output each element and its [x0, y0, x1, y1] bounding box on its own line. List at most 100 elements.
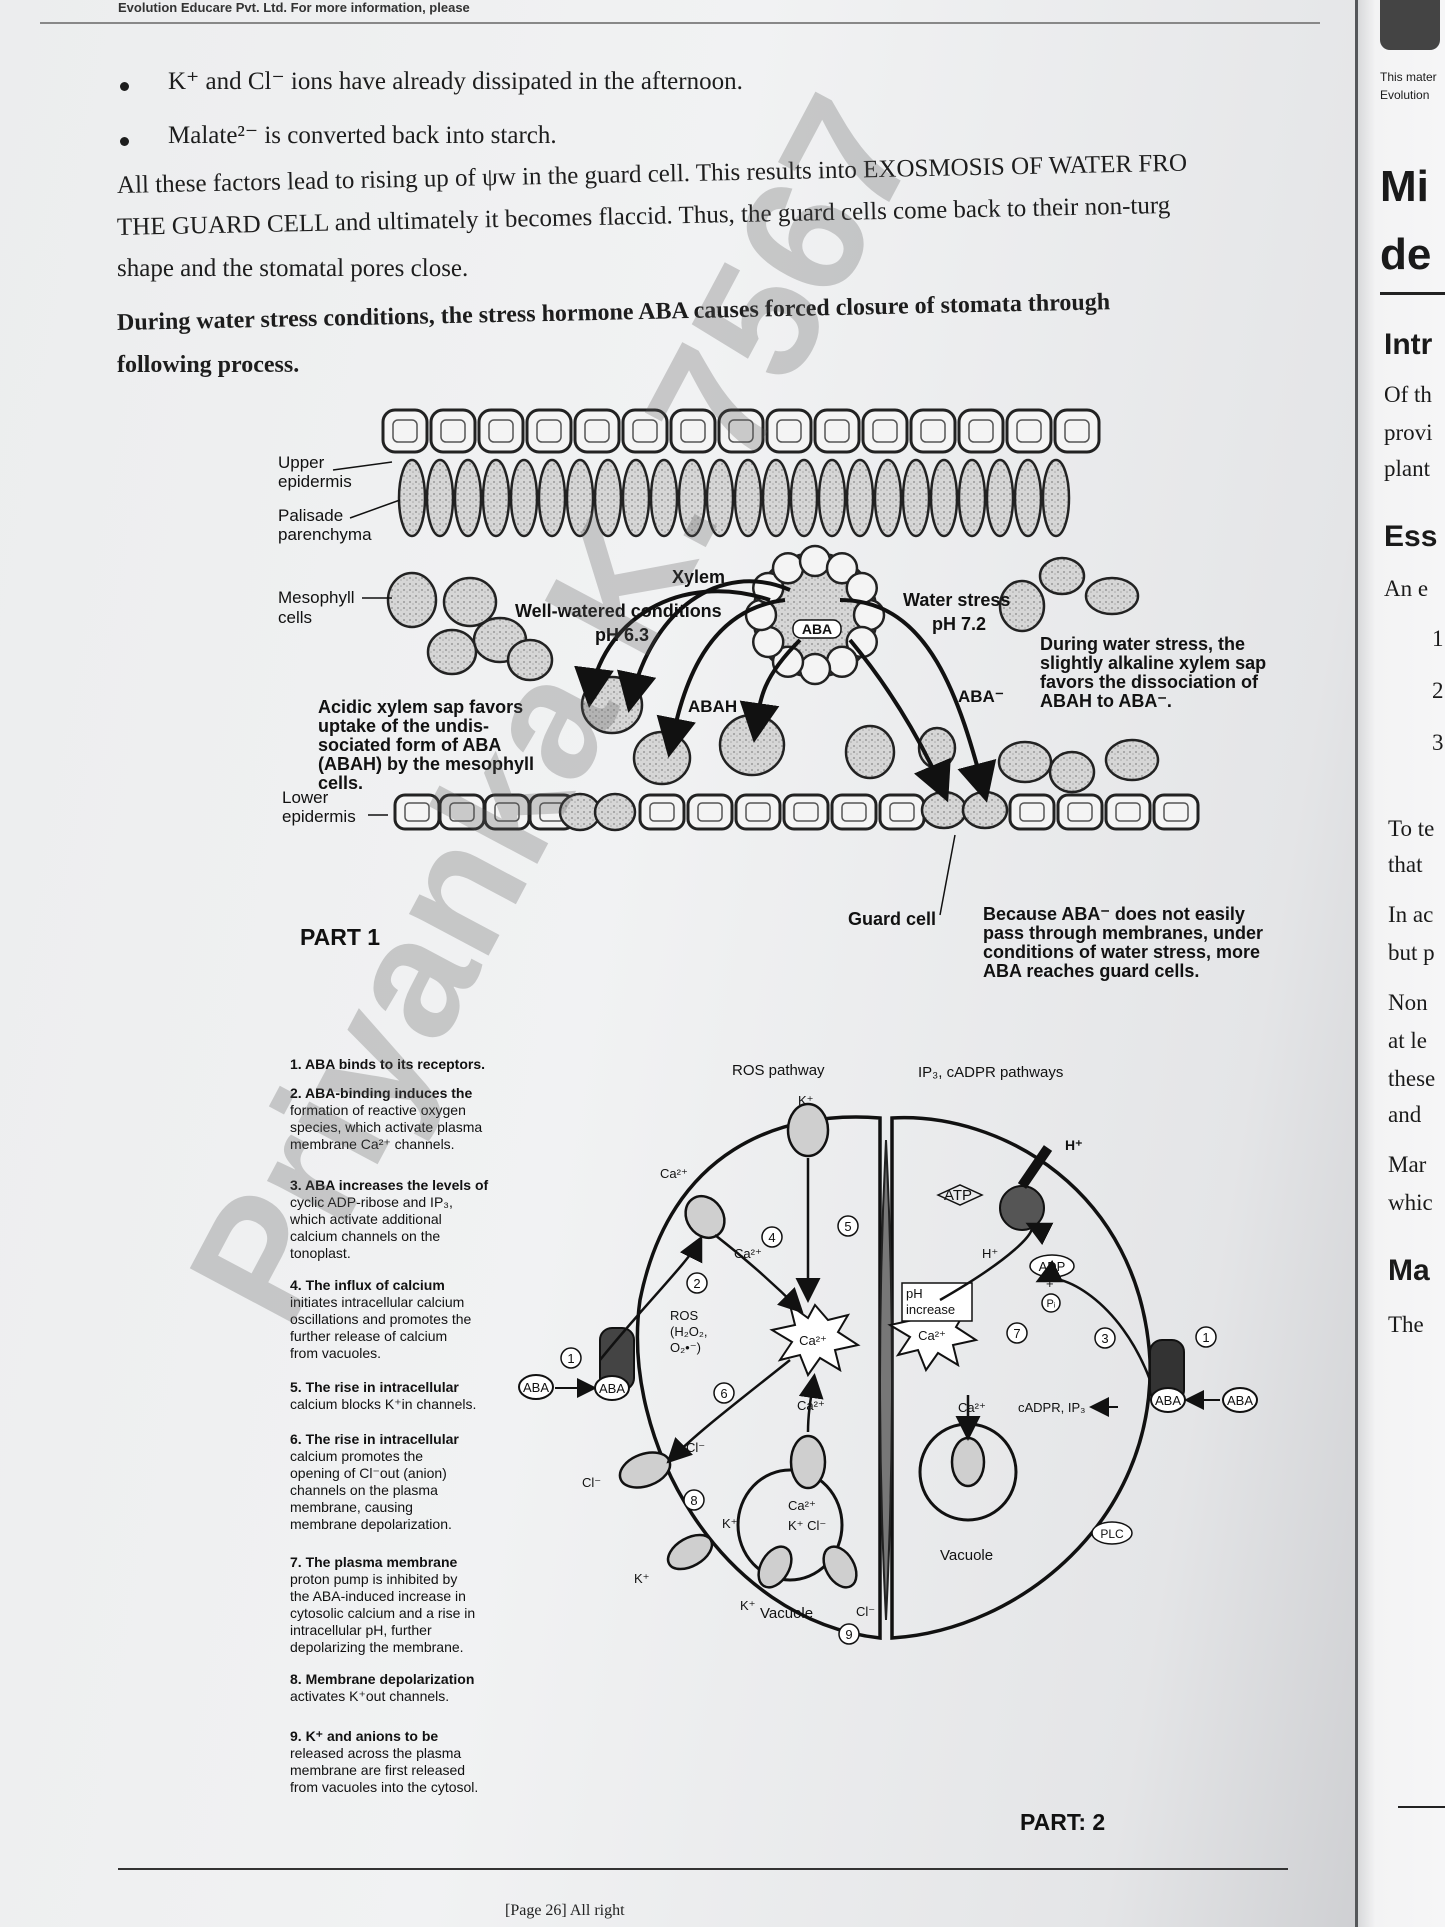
step-marker: [1094, 1327, 1116, 1349]
membrane-note: Because ABA⁻ does not easily pass throug…: [983, 904, 1263, 981]
step-marker-number: 1: [1202, 1330, 1209, 1345]
note-line: sociated form of ABA: [318, 735, 501, 755]
cell-nucleus: [1067, 802, 1093, 822]
guard-cell-signaling-diagram: ROS pathway IP₃, cADPR pathways Vacuole …: [518, 1062, 1258, 1645]
palisade-cell: [649, 458, 679, 538]
step-text-line: membrane Ca²⁺ channels.: [290, 1136, 455, 1152]
cell-nucleus: [649, 802, 675, 822]
palisade-cell: [1013, 458, 1043, 538]
bullet-dot: [120, 137, 129, 146]
epidermal-cell: [957, 408, 1005, 454]
cell-nucleus: [488, 419, 514, 443]
palisade-cell: [901, 458, 931, 538]
np-small: Evolution: [1380, 88, 1430, 102]
label-abah: ABAH: [688, 697, 737, 716]
np-title: Mi: [1380, 162, 1429, 211]
membrane-channels: [618, 1102, 986, 1589]
note-line: slightly alkaline xylem sap: [1040, 653, 1266, 673]
leader-line: [939, 834, 956, 916]
epidermal-cell: [782, 793, 830, 831]
cadpr-label: cADPR, IP₃: [1018, 1400, 1085, 1415]
bundle-sheath-cell: [825, 645, 859, 679]
ros-label: (H₂O₂,: [670, 1324, 708, 1339]
cell-nucleus: [680, 419, 706, 443]
left-guard-cell: [635, 1115, 882, 1640]
proton-pump: [999, 1185, 1045, 1231]
ca-text: Ca²⁺: [918, 1328, 946, 1343]
label-ros-pathway: ROS pathway: [732, 1062, 825, 1079]
aba-bound-left: [594, 1375, 630, 1401]
palisade-cell: [705, 458, 735, 538]
palisade-cell: [481, 458, 511, 538]
step-marker-number: 5: [844, 1219, 851, 1234]
note-line: Acidic xylem sap favors: [318, 697, 523, 717]
step-marker-number: 1: [567, 1351, 574, 1366]
step-marker: [838, 1623, 860, 1645]
epidermal-cell: [525, 408, 573, 454]
step-text-line: cytosolic calcium and a rise in: [290, 1605, 475, 1621]
palisade-parenchyma: [397, 458, 1071, 538]
cell-nucleus: [745, 802, 771, 822]
ca-text: Ca²⁺: [799, 1333, 827, 1348]
bullet-dot: [120, 82, 129, 91]
palisade-cell: [621, 458, 651, 538]
step-text-line: 8. Membrane depolarization: [290, 1671, 474, 1687]
step-marker-number: 3: [1101, 1331, 1108, 1346]
np-title: de: [1380, 230, 1432, 279]
part-1-title: PART 1: [300, 924, 380, 950]
k-plus-vacuole: K⁺: [740, 1598, 756, 1613]
step-text-line: proton pump is inhibited by: [290, 1571, 457, 1587]
step-marker-number: 6: [720, 1386, 727, 1401]
step-text-line: initiates intracellular calcium: [290, 1294, 464, 1310]
np-small: This mater: [1380, 70, 1437, 84]
step-text-line: released across the plasma: [290, 1745, 461, 1761]
epidermal-cell: [429, 408, 477, 454]
plc-shape: [1091, 1521, 1133, 1545]
palisade-cell: [873, 458, 903, 538]
np-num: 1: [1432, 626, 1444, 651]
np-rule: [1380, 292, 1445, 295]
palisade-cell: [761, 458, 791, 538]
cell-nucleus: [841, 802, 867, 822]
palisade-cell: [985, 458, 1015, 538]
plc-label: PLC: [1100, 1527, 1124, 1541]
np-line: The: [1388, 1312, 1424, 1337]
palisade-cell: [929, 458, 959, 538]
pathway-arrows: [599, 1158, 1152, 1464]
step-text-line: opening of Cl⁻out (anion): [290, 1465, 447, 1481]
epidermal-cell: [830, 793, 878, 831]
epidermal-cell: [909, 408, 957, 454]
note-line: uptake of the undis-: [318, 716, 489, 736]
epidermal-cell: [1104, 793, 1152, 831]
step-text-line: formation of reactive oxygen: [290, 1102, 466, 1118]
label-palisade: Palisade: [278, 506, 343, 525]
step-text-line: from vacuoles into the cytosol.: [290, 1779, 478, 1795]
aba-xylem-label: ABA: [802, 621, 832, 637]
step-marker: [683, 1489, 705, 1511]
step-text-line: oscillations and promotes the: [290, 1311, 472, 1327]
cell-nucleus: [1064, 419, 1090, 443]
epidermal-cell: [1056, 793, 1104, 831]
note-line: ABAH to ABA⁻.: [1040, 691, 1172, 711]
epidermal-cell: [669, 408, 717, 454]
np-line: but p: [1388, 940, 1435, 965]
page-footer: [Page 26] All right: [505, 1902, 625, 1919]
pi-label: Pᵢ: [1046, 1298, 1055, 1310]
epidermal-cell: [734, 793, 782, 831]
cell-nucleus: [494, 802, 520, 822]
step-text-line: calcium blocks K⁺in channels.: [290, 1396, 476, 1412]
note-line: conditions of water stress, more: [983, 942, 1260, 962]
label-ip3-pathway: IP₃, cADPR pathways: [918, 1064, 1063, 1081]
palisade-cell: [957, 458, 987, 538]
label-epidermis: epidermis: [278, 472, 352, 491]
epidermal-cell: [1005, 408, 1053, 454]
palisade-cell: [845, 458, 875, 538]
part-2-title: PART: 2: [1020, 1809, 1105, 1835]
cell-nucleus: [1016, 419, 1042, 443]
np-heading: Ma: [1388, 1254, 1430, 1287]
bundle-sheath-cell: [771, 551, 805, 585]
bundle-sheath-cell: [751, 625, 785, 659]
step-marker: [1006, 1322, 1028, 1344]
leader-line: [349, 499, 401, 519]
